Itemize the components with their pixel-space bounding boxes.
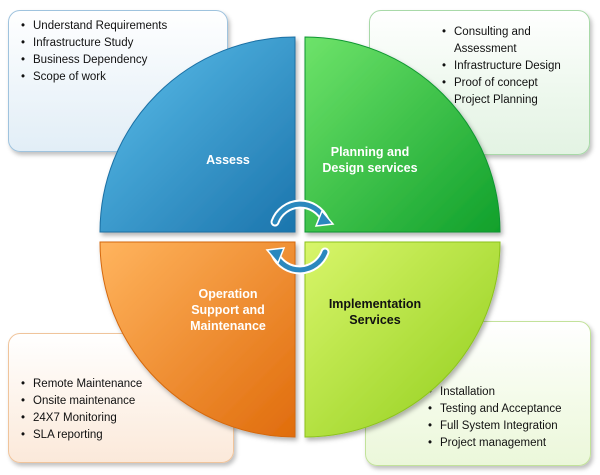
planning-quadrant [304,36,501,233]
operation-details-list: Remote Maintenance Onsite maintenance 24… [21,376,142,444]
implementation-label-line: Services [349,313,401,327]
list-item: Scope of work [21,69,167,86]
operation-label: Operation Support and Maintenance [168,286,288,334]
operation-label-line: Support and [191,303,265,317]
list-item: Testing and Acceptance [428,401,561,418]
list-item: Remote Maintenance [21,376,142,393]
assess-quadrant [99,36,296,233]
operation-label-line: Maintenance [190,319,266,333]
cycle-arrows-icon [265,199,335,275]
list-item: Business Dependency [21,52,167,69]
assess-label: Assess [185,152,271,168]
planning-label: Planning and Design services [310,144,430,176]
list-item: Infrastructure Design [442,58,582,75]
list-item: Infrastructure Study [21,35,167,52]
list-item: Full System Integration [428,418,561,435]
list-item: SLA reporting [21,427,142,444]
list-item: Onsite maintenance [21,393,142,410]
list-item: Project management [428,435,561,452]
assess-label-text: Assess [206,153,250,167]
operation-label-line: Operation [198,287,258,301]
implementation-details-list: Installation Testing and Acceptance Full… [428,384,561,452]
planning-label-line: Design services [322,161,418,175]
implementation-label: Implementation Services [310,296,440,328]
list-item: Installation [428,384,561,401]
list-item: Understand Requirements [21,18,167,35]
list-item: 24X7 Monitoring [21,410,142,427]
implementation-quadrant [304,241,501,438]
assess-details-list: Understand Requirements Infrastructure S… [21,18,167,86]
list-item: Consulting and Assessment [442,24,582,58]
implementation-label-line: Implementation [328,297,422,311]
list-item: Proof of concept [442,75,582,92]
planning-label-line: Planning and [330,145,410,159]
operation-quadrant [99,241,296,438]
